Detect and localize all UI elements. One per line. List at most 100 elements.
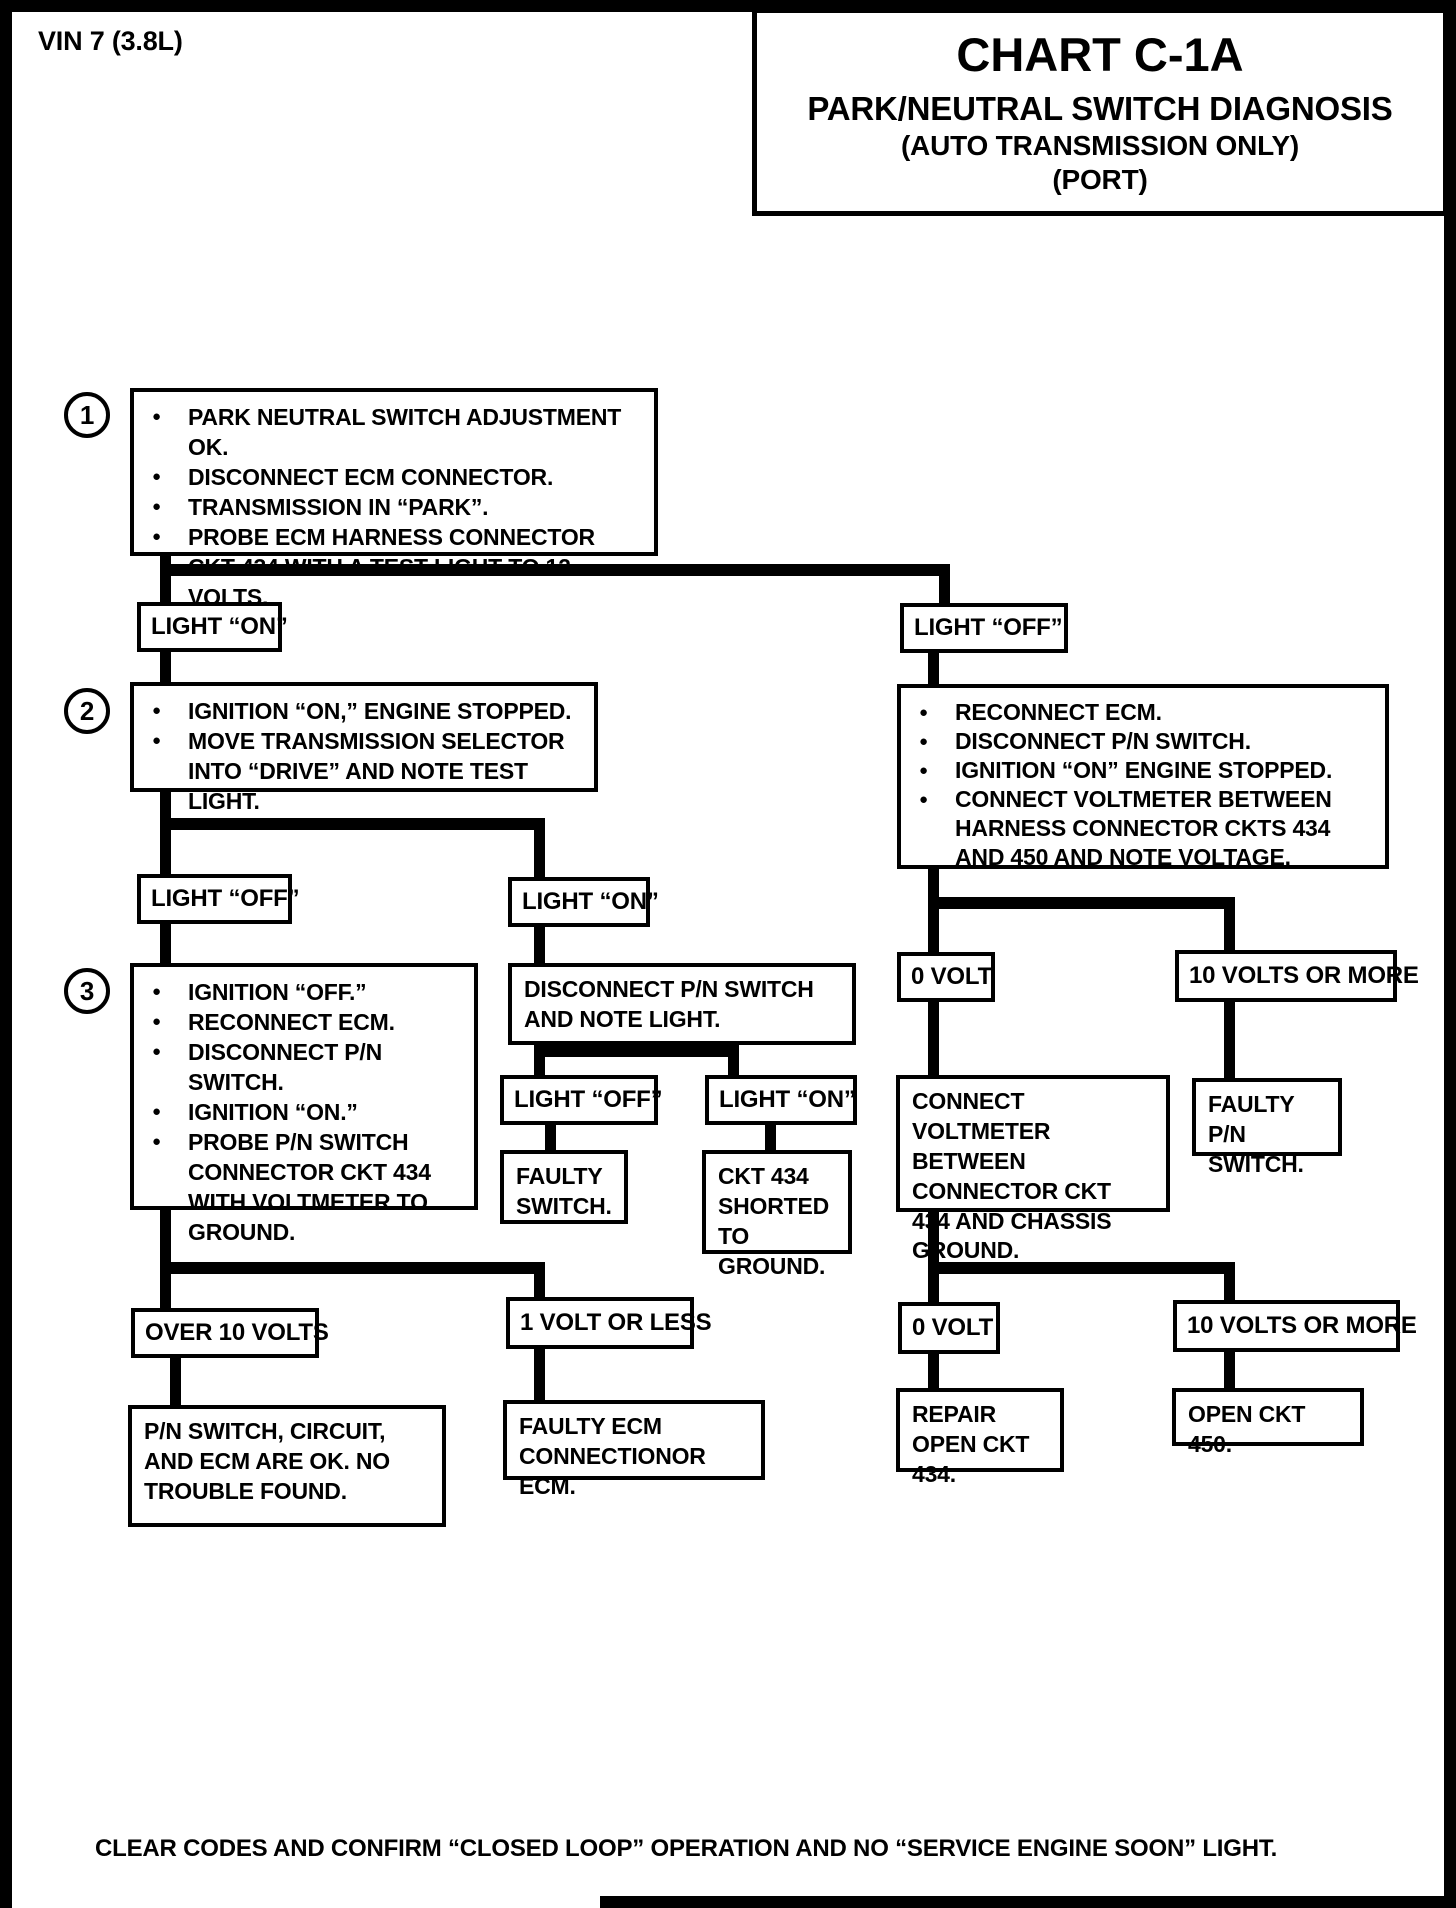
page-border-right	[1444, 0, 1456, 1908]
connector	[534, 818, 545, 877]
branch-0-volt-2: 0 VOLT	[898, 1302, 1000, 1354]
connector	[160, 564, 950, 576]
title-block: CHART C-1A PARK/NEUTRAL SWITCH DIAGNOSIS…	[752, 8, 1448, 216]
branch-over-10-volts: OVER 10 VOLTS	[131, 1308, 329, 1358]
bullet-dot-icon: ●	[919, 791, 928, 808]
node-reconnect-ecm: ●RECONNECT ECM. ●DISCONNECT P/N SWITCH. …	[897, 684, 1389, 872]
connector	[928, 1002, 939, 1075]
step3-bullet-list: ●IGNITION “OFF.” ●RECONNECT ECM. ●DISCON…	[148, 977, 462, 1247]
connector	[1224, 1352, 1235, 1388]
connector	[160, 652, 171, 682]
connector	[765, 1125, 776, 1150]
connector	[928, 1262, 1235, 1274]
connector	[160, 818, 545, 830]
connector	[928, 1212, 939, 1302]
bullet-item: ●CONNECT VOLTMETER BETWEEN HARNESS CONNE…	[915, 785, 1373, 872]
bullet-item: ●IGNITION “ON” ENGINE STOPPED.	[915, 756, 1373, 785]
branch-light-off-1: LIGHT “OFF”	[900, 603, 1068, 653]
branch-light-on-2: LIGHT “ON”	[508, 877, 659, 927]
connector	[928, 897, 1235, 909]
bullet-dot-icon: ●	[152, 408, 161, 425]
node-faulty-switch: FAULTY SWITCH.	[500, 1150, 628, 1224]
connector	[534, 1045, 739, 1057]
page-border-left	[0, 0, 12, 1908]
node-faulty-ecm: FAULTY ECM CONNECTIONOR ECM.	[503, 1400, 765, 1499]
connector	[728, 1045, 739, 1075]
connector	[928, 653, 939, 684]
bullet-dot-icon: ●	[152, 498, 161, 515]
branch-light-off-3: LIGHT “OFF”	[500, 1075, 663, 1125]
step-2-badge: 2	[64, 688, 110, 734]
connector	[534, 1349, 545, 1400]
connector	[160, 792, 171, 874]
branch-10-volts-1: 10 VOLTS OR MORE	[1175, 950, 1419, 1002]
bullet-dot-icon: ●	[152, 528, 161, 545]
bullet-dot-icon: ●	[152, 702, 161, 719]
bullet-dot-icon: ●	[152, 1013, 161, 1030]
connector	[160, 1210, 171, 1308]
step1-bullet-list: ●PARK NEUTRAL SWITCH ADJUSTMENT OK. ●DIS…	[148, 402, 642, 612]
node-disconnect-note: DISCONNECT P/N SWITCH AND NOTE LIGHT.	[508, 963, 856, 1045]
bullet-item: ●IGNITION “ON.”	[148, 1097, 462, 1127]
branch-0-volt-1: 0 VOLT	[897, 952, 995, 1002]
branch-light-off-2: LIGHT “OFF”	[137, 874, 300, 924]
bullet-item: ●DISCONNECT ECM CONNECTOR.	[148, 462, 642, 492]
connector	[928, 1354, 939, 1388]
step2-bullet-list: ●IGNITION “ON,” ENGINE STOPPED. ●MOVE TR…	[148, 696, 582, 816]
reconnect-bullet-list: ●RECONNECT ECM. ●DISCONNECT P/N SWITCH. …	[915, 698, 1373, 872]
bullet-dot-icon: ●	[152, 1133, 161, 1150]
node-open-ckt450: OPEN CKT 450.	[1172, 1388, 1364, 1457]
bullet-item: ●IGNITION “OFF.”	[148, 977, 462, 1007]
node-connect-voltmeter: CONNECT VOLTMETER BETWEEN CONNECTOR CKT …	[896, 1075, 1170, 1263]
chart-port: (PORT)	[1052, 164, 1148, 195]
node-step2: ●IGNITION “ON,” ENGINE STOPPED. ●MOVE TR…	[130, 682, 598, 814]
branch-10-volts-2: 10 VOLTS OR MORE	[1173, 1300, 1417, 1352]
footer-note: CLEAR CODES AND CONFIRM “CLOSED LOOP” OP…	[95, 1835, 1278, 1862]
bullet-dot-icon: ●	[152, 468, 161, 485]
bullet-item: ●DISCONNECT P/N SWITCH.	[915, 727, 1373, 756]
connector	[534, 927, 545, 963]
node-step3: ●IGNITION “OFF.” ●RECONNECT ECM. ●DISCON…	[130, 963, 478, 1245]
chart-title: PARK/NEUTRAL SWITCH DIAGNOSIS	[807, 90, 1393, 127]
node-repair-open-ckt434: REPAIR OPEN CKT 434.	[896, 1388, 1064, 1487]
bullet-item: ●RECONNECT ECM.	[148, 1007, 462, 1037]
connector	[1224, 897, 1235, 950]
connector	[160, 1262, 545, 1274]
connector	[928, 869, 939, 952]
connector	[534, 1262, 545, 1297]
bullet-dot-icon: ●	[919, 733, 928, 750]
chart-subtitle: (AUTO TRANSMISSION ONLY)	[900, 130, 1300, 161]
vin-label: VIN 7 (3.8L)	[38, 26, 183, 56]
node-ckt434-shorted: CKT 434 SHORTED TO GROUND.	[702, 1150, 852, 1279]
bullet-dot-icon: ●	[152, 1103, 161, 1120]
bullet-dot-icon: ●	[152, 732, 161, 749]
bullet-item: ●RECONNECT ECM.	[915, 698, 1373, 727]
bullet-item: ●TRANSMISSION IN “PARK”.	[148, 492, 642, 522]
page-border-bottom	[600, 1896, 1456, 1908]
branch-light-on-3: LIGHT “ON”	[705, 1075, 857, 1125]
bullet-item: ●PARK NEUTRAL SWITCH ADJUSTMENT OK.	[148, 402, 642, 462]
bullet-dot-icon: ●	[919, 704, 928, 721]
step-3-badge: 3	[64, 968, 110, 1014]
bullet-dot-icon: ●	[152, 1043, 161, 1060]
connector	[1224, 1262, 1235, 1300]
bullet-dot-icon: ●	[919, 762, 928, 779]
connector	[545, 1125, 556, 1150]
bullet-item: ●MOVE TRANSMISSION SELECTOR INTO “DRIVE”…	[148, 726, 582, 816]
connector	[160, 924, 171, 963]
node-faulty-pn-switch: FAULTY P/N SWITCH.	[1192, 1078, 1342, 1177]
branch-1-volt-or-less: 1 VOLT OR LESS	[506, 1297, 712, 1349]
bullet-dot-icon: ●	[152, 983, 161, 1000]
bullet-item: ●IGNITION “ON,” ENGINE STOPPED.	[148, 696, 582, 726]
chart-id: CHART C-1A	[956, 28, 1244, 81]
connector	[160, 556, 171, 602]
step-1-badge: 1	[64, 392, 110, 438]
connector	[1224, 1002, 1235, 1078]
branch-light-on-1: LIGHT “ON”	[137, 602, 288, 652]
connector	[534, 1045, 545, 1075]
node-pn-ok: P/N SWITCH, CIRCUIT, AND ECM ARE OK. NO …	[128, 1405, 446, 1527]
connector	[939, 564, 950, 603]
node-step1: ●PARK NEUTRAL SWITCH ADJUSTMENT OK. ●DIS…	[130, 388, 658, 610]
bullet-item: ●DISCONNECT P/N SWITCH.	[148, 1037, 462, 1097]
